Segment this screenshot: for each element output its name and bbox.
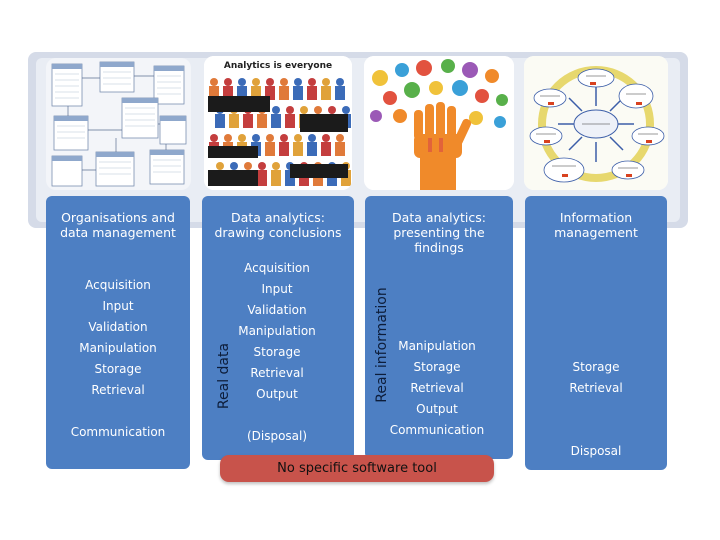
col4-item-retrieval: Retrieval bbox=[569, 381, 623, 395]
col2-item-manipulation: Manipulation bbox=[238, 324, 316, 338]
column-title-organisations: Organisations and data management bbox=[60, 210, 176, 240]
panel-information-management bbox=[525, 196, 667, 470]
col1-item-storage: Storage bbox=[94, 362, 142, 376]
col1-item-communication: Communication bbox=[70, 425, 166, 439]
panel-organisations bbox=[46, 196, 190, 469]
col4-item-disposal: Disposal bbox=[570, 444, 622, 458]
no-software-tool-banner: No specific software tool bbox=[220, 455, 494, 482]
database-schema-image bbox=[46, 58, 191, 190]
col2-item-retrieval: Retrieval bbox=[250, 366, 304, 380]
col3-item-retrieval: Retrieval bbox=[410, 381, 464, 395]
col4-item-storage: Storage bbox=[572, 360, 620, 374]
col3-item-storage: Storage bbox=[413, 360, 461, 374]
col2-item-acquisition: Acquisition bbox=[244, 261, 310, 275]
col2-item-storage: Storage bbox=[253, 345, 301, 359]
col2-item-validation: Validation bbox=[247, 303, 307, 317]
col2-item-input: Input bbox=[261, 282, 293, 296]
knowledge-cycle-image bbox=[524, 56, 668, 190]
col3-item-output: Output bbox=[416, 402, 458, 416]
column-title-presenting-findings: Data analytics: presenting the findings bbox=[392, 210, 486, 255]
col1-item-manipulation: Manipulation bbox=[79, 341, 157, 355]
col1-item-input: Input bbox=[102, 299, 134, 313]
col1-item-validation: Validation bbox=[88, 320, 148, 334]
hand-icons-image bbox=[364, 56, 514, 190]
real-data-label: Real data bbox=[216, 342, 232, 410]
column-title-drawing-conclusions: Data analytics: drawing conclusions bbox=[214, 210, 342, 240]
column-title-information-management: Information management bbox=[554, 210, 638, 240]
analytics-poster-title: Analytics is everyone bbox=[224, 61, 332, 71]
col2-item-disposal: (Disposal) bbox=[246, 429, 308, 443]
no-software-tool-label: No specific software tool bbox=[277, 461, 437, 476]
real-information-label: Real information bbox=[374, 287, 390, 403]
panel-presenting-findings bbox=[365, 196, 513, 459]
col1-item-retrieval: Retrieval bbox=[91, 383, 145, 397]
col2-item-output: Output bbox=[256, 387, 298, 401]
col1-item-acquisition: Acquisition bbox=[85, 278, 151, 292]
col3-item-communication: Communication bbox=[389, 423, 485, 437]
panel-drawing-conclusions bbox=[202, 196, 354, 460]
analytics-poster-image: Analytics is everyone bbox=[204, 56, 352, 190]
col3-item-manipulation: Manipulation bbox=[398, 339, 476, 353]
